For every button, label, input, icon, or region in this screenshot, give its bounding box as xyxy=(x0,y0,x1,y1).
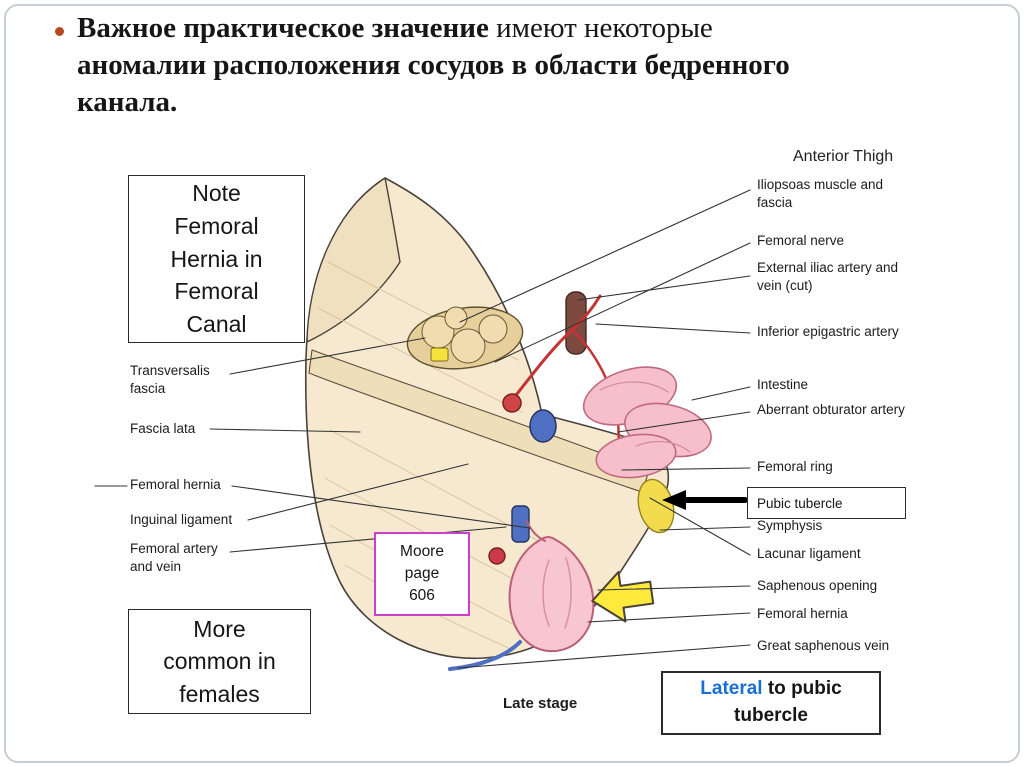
label-femoral-hernia-right: Femoral hernia xyxy=(757,606,848,621)
label-femoral-nerve: Femoral nerve xyxy=(757,233,845,248)
bullet-icon xyxy=(55,27,64,36)
label-pubic-tubercle: Pubic tubercle xyxy=(757,495,843,511)
label-iliopsoas: Iliopsoas muscle and fascia xyxy=(757,177,884,210)
more-common-box: More common in females xyxy=(128,609,311,714)
pubic-tubercle-arrow-icon xyxy=(662,490,748,510)
yellow-arrow-icon xyxy=(591,570,655,623)
more-common-text: More common in females xyxy=(163,615,276,707)
late-stage-caption: Late stage xyxy=(503,695,578,712)
leader-lines xyxy=(94,189,751,669)
femoral-nerve-shape xyxy=(430,347,449,362)
label-intestine: Intestine xyxy=(757,377,809,392)
intestine-loops-shape xyxy=(582,366,712,479)
title-regular: имеют некоторые xyxy=(488,12,713,44)
note-box: Note Femoral Hernia in Femoral Canal xyxy=(128,175,305,343)
label-femoral-ring: Femoral ring xyxy=(757,459,833,474)
femoral-vein-shape xyxy=(529,409,557,443)
external-iliac-stump-shape xyxy=(565,291,587,355)
note-box-text: Note Femoral Hernia in Femoral Canal xyxy=(170,180,263,337)
lateral-highlight: Lateral xyxy=(700,678,763,700)
lateral-box-text: Lateral to pubic tubercle xyxy=(663,676,879,729)
label-femoral-artery-vein: Femoral artery and vein xyxy=(130,541,218,574)
label-external-iliac: External iliac artery and vein (cut) xyxy=(757,260,899,293)
label-fascia-lata: Fascia lata xyxy=(130,421,196,436)
figure-heading: Anterior Thigh xyxy=(793,148,894,165)
label-great-saphenous-vein: Great saphenous vein xyxy=(757,638,890,653)
label-aberrant-obturator: Aberrant obturator artery xyxy=(757,402,905,417)
label-femoral-hernia-left: Femoral hernia xyxy=(130,477,221,492)
moore-reference-box: Moore page 606 xyxy=(374,532,470,616)
moore-reference-text: Moore page 606 xyxy=(400,543,444,604)
abdominal-wall-edge xyxy=(306,177,401,343)
title-emphasis-2: аномалии расположения сосудов в области … xyxy=(77,48,790,118)
pubic-tubercle-box: Pubic tubercle xyxy=(747,487,906,519)
lateral-box: Lateral to pubic tubercle xyxy=(661,671,881,735)
femoral-artery-shape xyxy=(502,393,522,413)
artery-cut-shape xyxy=(488,547,506,565)
label-symphysis: Symphysis xyxy=(757,518,823,533)
label-lacunar-ligament: Lacunar ligament xyxy=(757,546,861,561)
lateral-rest: to pubic tubercle xyxy=(734,678,848,726)
slide-title: Важное практическое значение имеют некот… xyxy=(77,10,797,120)
title-emphasis-1: Важное практическое значение xyxy=(77,12,489,44)
label-saphenous-opening: Saphenous opening xyxy=(757,578,878,593)
descending-vein-shape xyxy=(511,505,530,543)
label-inferior-epigastric: Inferior epigastric artery xyxy=(757,324,899,339)
label-transversalis-fascia: Transversalis fascia xyxy=(130,363,210,396)
label-inguinal-ligament: Inguinal ligament xyxy=(130,512,233,527)
femoral-hernia-sac-shape xyxy=(508,520,595,653)
